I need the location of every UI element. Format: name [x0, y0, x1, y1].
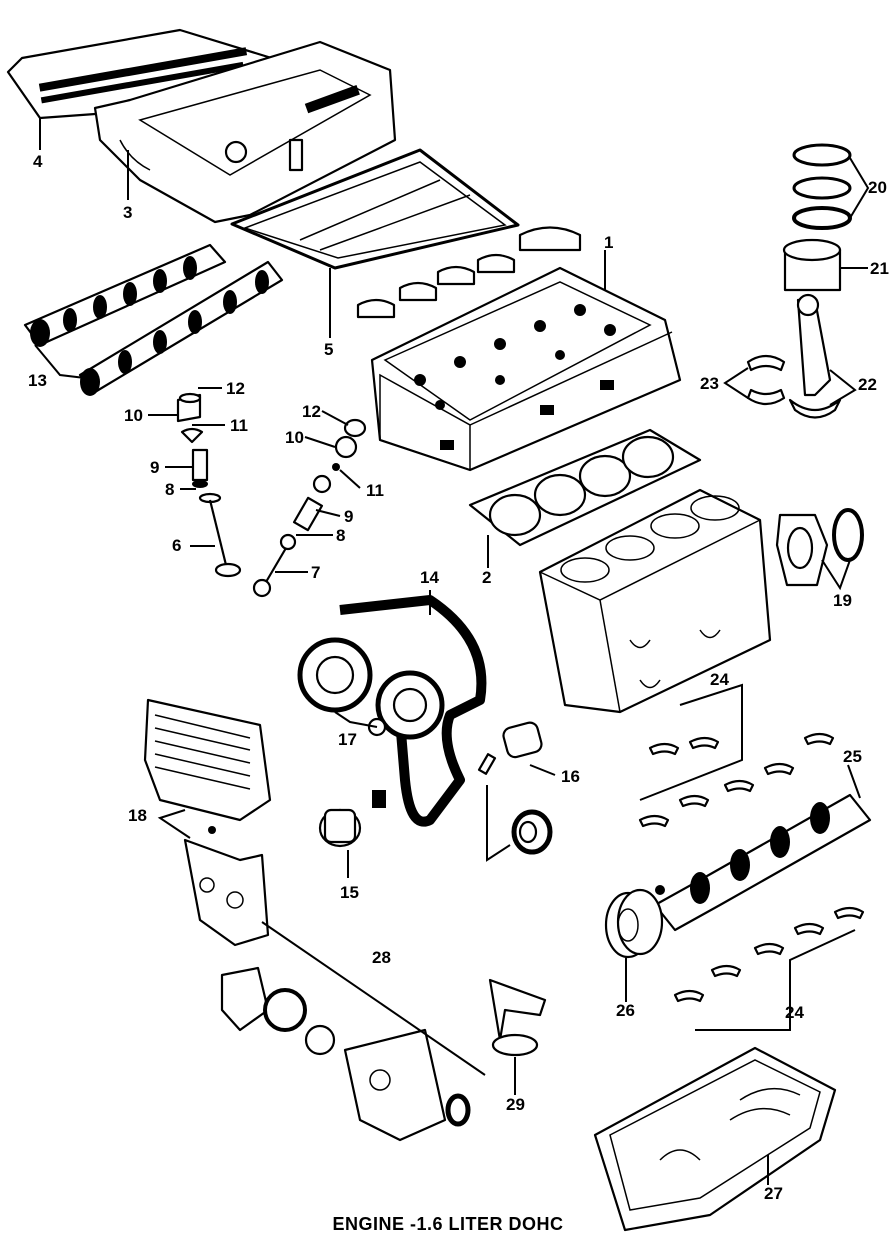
callout-28: 28: [372, 948, 391, 967]
callout-6: 6: [172, 536, 181, 555]
callout-10b: 10: [285, 428, 304, 447]
crankshaft: [653, 764, 872, 932]
callout-25: 25: [843, 747, 862, 766]
belt-tensioner: [477, 721, 556, 862]
callout-13: 13: [28, 371, 47, 390]
piston-rings: [792, 143, 870, 230]
callout-18: 18: [128, 806, 147, 825]
callout-8b: 8: [336, 526, 345, 545]
bearing-caps: [356, 226, 582, 319]
callout-9a: 9: [150, 458, 159, 477]
callout-12b: 12: [302, 402, 321, 421]
callout-2: 2: [482, 568, 491, 587]
lower-timing-cover: [183, 838, 270, 947]
valve-train-right: [252, 410, 367, 598]
callout-27: 27: [764, 1184, 783, 1203]
cylinder-head-cover: [93, 40, 397, 224]
upper-timing-cover: [143, 698, 272, 839]
valve-train-left: [148, 387, 242, 578]
idler-pulley: [318, 790, 386, 878]
oil-pump-assembly: [220, 921, 486, 1142]
callout-12a: 12: [226, 379, 245, 398]
timing-belt: [339, 590, 487, 827]
callout-17: 17: [338, 730, 357, 749]
head-cover-gasket: [230, 148, 520, 338]
callout-21: 21: [870, 259, 889, 278]
callout-16: 16: [561, 767, 580, 786]
engine-block: [538, 488, 772, 714]
cylinder-head: [370, 250, 682, 472]
callout-3: 3: [123, 203, 132, 222]
callout-9b: 9: [344, 507, 353, 526]
connecting-rod: [788, 293, 857, 419]
callout-labels: 1 2 3 4 5 6 7 8 8 9 9 10 10 11 11 12 12 …: [28, 152, 889, 1203]
piston: [782, 238, 868, 292]
callout-1: 1: [604, 233, 613, 252]
callout-20: 20: [868, 178, 887, 197]
crankshaft-pulley: [604, 888, 664, 1002]
callout-23: 23: [700, 374, 719, 393]
callout-29: 29: [506, 1095, 525, 1114]
callout-26: 26: [616, 1001, 635, 1020]
main-bearings-lower: [673, 906, 865, 1031]
main-bearings-upper: [638, 683, 835, 828]
callout-4: 4: [33, 152, 43, 171]
diagram-caption: ENGINE -1.6 LITER DOHC: [332, 1214, 564, 1234]
oil-pan: [593, 1046, 837, 1232]
callout-7: 7: [311, 563, 320, 582]
callout-11b: 11: [366, 481, 384, 500]
oil-strainer: [488, 978, 547, 1095]
callout-5: 5: [324, 340, 333, 359]
rear-oil-seal: [775, 508, 864, 591]
crank-sprocket: [511, 809, 553, 855]
callout-11a: 11: [230, 416, 248, 435]
camshafts: [23, 243, 284, 396]
camshaft-pulleys: [297, 637, 445, 740]
callout-10a: 10: [124, 406, 143, 425]
callout-24b: 24: [785, 1003, 804, 1022]
callout-19: 19: [833, 591, 852, 610]
rod-bearings: [723, 354, 786, 406]
callout-8a: 8: [165, 480, 174, 499]
callout-24a: 24: [710, 670, 729, 689]
callout-14: 14: [420, 568, 439, 587]
head-gasket: [468, 428, 702, 568]
callout-22: 22: [858, 375, 877, 394]
cam-cover-trim-plate: [6, 28, 280, 150]
callout-15: 15: [340, 883, 359, 902]
